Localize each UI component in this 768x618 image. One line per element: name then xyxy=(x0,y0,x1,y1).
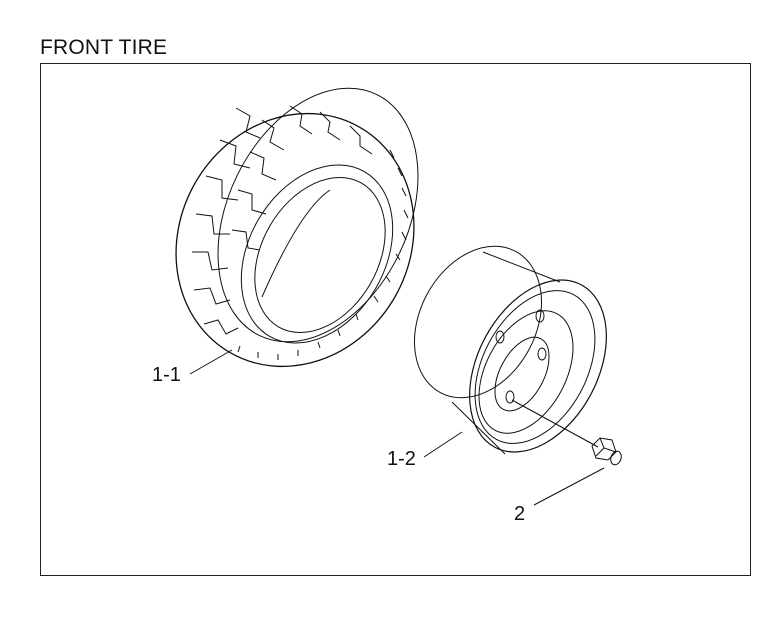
tire-sidewall-ring xyxy=(240,164,394,344)
tread-block xyxy=(193,287,231,305)
rim-flange-ring xyxy=(474,290,596,444)
tread-block xyxy=(261,119,285,151)
tread-block xyxy=(249,151,277,181)
rim-drawing xyxy=(413,245,607,455)
tread-slots xyxy=(237,149,409,360)
bolt-hole xyxy=(495,330,505,344)
tread-block xyxy=(235,107,261,139)
tread-block xyxy=(192,251,229,271)
tread-block xyxy=(319,111,341,141)
tread-block xyxy=(349,125,373,155)
tread-block xyxy=(289,105,313,135)
tread-block xyxy=(231,229,261,251)
tire-back-edge xyxy=(217,87,419,343)
callout-rim: 1-2 xyxy=(387,448,416,470)
tread-block xyxy=(205,175,239,201)
tire-inner-depth-line xyxy=(261,189,331,298)
bolt-hole xyxy=(505,390,515,404)
leader-line-rim xyxy=(423,431,463,458)
rim-barrel-top xyxy=(482,251,561,283)
diagram-frame xyxy=(40,63,751,576)
rim-center-hole xyxy=(494,336,550,412)
tread-block xyxy=(237,189,267,215)
rim-disc xyxy=(478,310,574,434)
tire-drawing xyxy=(175,87,419,368)
tire-rim-opening xyxy=(254,176,386,334)
nut-hex-body xyxy=(591,437,617,461)
callout-tire: 1-1 xyxy=(152,364,181,386)
rim-back-edge xyxy=(413,245,543,399)
bolt-hole xyxy=(535,309,545,323)
wheel-nut-drawing xyxy=(511,399,622,466)
callout-nut: 2 xyxy=(514,503,526,525)
rim-front-edge xyxy=(469,279,607,453)
rim-barrel-bottom xyxy=(451,401,506,455)
tire-front-edge xyxy=(175,112,415,368)
nut-alignment-line xyxy=(511,399,599,448)
diagram-title: FRONT TIRE xyxy=(40,36,168,59)
bolt-hole xyxy=(537,347,547,361)
nut-hex-edge xyxy=(595,447,605,457)
nut-collar xyxy=(610,450,622,466)
tread-block xyxy=(195,213,230,235)
tread-block xyxy=(203,319,239,335)
leader-line-nut xyxy=(533,467,605,506)
tread-block xyxy=(219,139,251,169)
leader-line-tire xyxy=(189,349,233,375)
